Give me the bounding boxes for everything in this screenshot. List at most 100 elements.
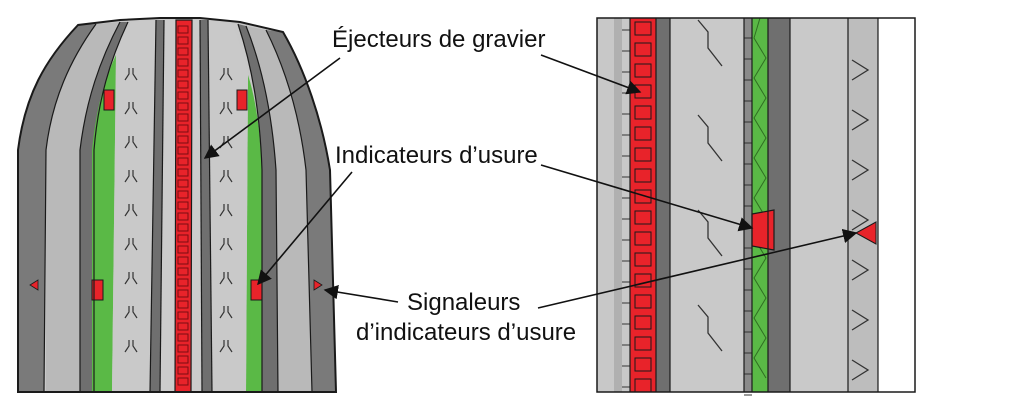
red-square-icon [177, 322, 189, 331]
red-square-icon [634, 273, 652, 288]
red-square-icon [177, 58, 189, 67]
red-square-icon [634, 168, 652, 183]
red-square-icon [177, 212, 189, 221]
red-square-icon [634, 63, 652, 78]
arrow-wear-indicator-left [257, 171, 353, 286]
red-square-icon [634, 42, 652, 57]
sipe [132, 68, 138, 81]
sipe [219, 306, 225, 319]
sipe [227, 272, 233, 285]
red-square-icon [177, 366, 189, 375]
sipe [124, 204, 130, 217]
red-square-icon [177, 311, 189, 320]
red-square-icon [177, 124, 189, 133]
red-square-icon [177, 278, 189, 287]
sipe [132, 272, 138, 285]
red-square-icon [177, 102, 189, 111]
label-wear-indicator-markers-line1: Signaleurs [407, 289, 520, 316]
gravel-ejector-squares-detail [634, 21, 652, 393]
sipe [124, 340, 130, 353]
sipe [132, 204, 138, 217]
sipe [132, 170, 138, 183]
sipe [219, 340, 225, 353]
red-square-icon [177, 201, 189, 210]
groove-zigzag [753, 17, 767, 379]
sipe [227, 68, 233, 81]
arrow-wear-marker-left [323, 284, 399, 303]
tread-detail-view [596, 17, 916, 396]
wear-indicator-bar [236, 89, 248, 111]
sipe [124, 238, 130, 251]
sipe [227, 136, 233, 149]
red-square-icon [177, 223, 189, 232]
wear-indicator-bar [250, 279, 263, 301]
red-square-icon [177, 377, 189, 386]
sipe [227, 204, 233, 217]
red-square-icon [634, 336, 652, 351]
red-square-icon [177, 168, 189, 177]
sipe [124, 68, 130, 81]
sipe [227, 306, 233, 319]
sipe [219, 238, 225, 251]
arrow-wear-indicator-right [540, 164, 754, 232]
red-square-icon [177, 47, 189, 56]
sipe [219, 204, 225, 217]
red-square-icon [177, 234, 189, 243]
wear-indicator-bar [91, 279, 104, 301]
shoulder-chevrons [851, 59, 870, 381]
red-square-icon [177, 80, 189, 89]
red-square-icon [634, 189, 652, 204]
red-square-icon [634, 21, 652, 36]
tread-edge-ticks [622, 29, 752, 396]
label-wear-indicators: Indicateurs d’usure [335, 142, 538, 169]
sipe [124, 306, 130, 319]
red-triangle-icon [854, 221, 877, 245]
red-square-icon [177, 344, 189, 353]
red-square-icon [634, 210, 652, 225]
red-square-icon [177, 355, 189, 364]
sipe [124, 272, 130, 285]
arrow-gravel-ejector-right [540, 54, 642, 95]
red-square-icon [177, 135, 189, 144]
sipe [132, 136, 138, 149]
red-square-icon [177, 245, 189, 254]
red-square-icon [177, 113, 189, 122]
gravel-ejector-strip-left [174, 19, 193, 393]
gravel-ejector-squares [177, 25, 189, 386]
tire-front-view [17, 17, 338, 393]
red-square-icon [634, 105, 652, 120]
sipe [132, 238, 138, 251]
red-square-icon [177, 25, 189, 34]
sipe [124, 170, 130, 183]
red-square-icon [634, 147, 652, 162]
label-gravel-ejectors: Éjecteurs de gravier [332, 26, 545, 53]
sipe [132, 340, 138, 353]
wear-indicator-bar [751, 209, 775, 251]
red-square-icon [177, 36, 189, 45]
red-square-icon [177, 69, 189, 78]
sipe [227, 170, 233, 183]
sipe [227, 340, 233, 353]
tread-sipes-left [124, 68, 233, 353]
red-triangle-icon [29, 279, 39, 291]
red-square-icon [634, 126, 652, 141]
tread-sipes-detail [697, 19, 723, 352]
red-square-icon [177, 333, 189, 342]
sipe [219, 170, 225, 183]
red-square-icon [634, 252, 652, 267]
red-square-icon [177, 289, 189, 298]
red-square-icon [177, 157, 189, 166]
red-square-icon [634, 357, 652, 372]
sipe [132, 102, 138, 115]
red-square-icon [177, 146, 189, 155]
red-square-icon [177, 190, 189, 199]
arrow-gravel-ejector-left [203, 57, 341, 159]
sipe [124, 136, 130, 149]
red-square-icon [634, 315, 652, 330]
red-square-icon [177, 300, 189, 309]
arrow-wear-marker-right [537, 228, 858, 309]
sipe [219, 272, 225, 285]
sipe [124, 102, 130, 115]
red-square-icon [634, 231, 652, 246]
